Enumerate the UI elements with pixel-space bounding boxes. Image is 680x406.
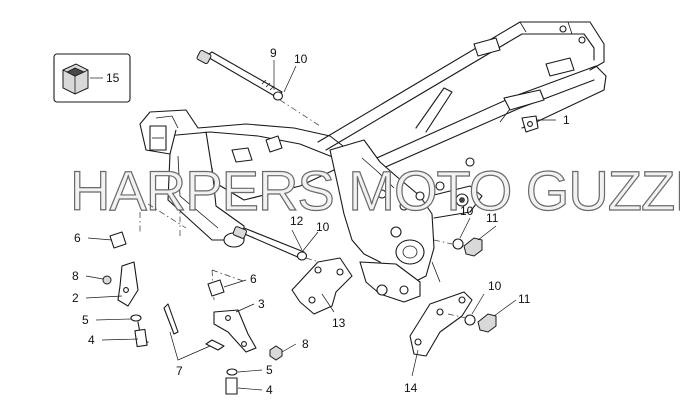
- callout-10-top: 10: [294, 52, 308, 66]
- callout-13: 13: [332, 316, 346, 330]
- part-11-nut-low: [477, 313, 497, 333]
- part-10-washer-mid: [296, 251, 308, 261]
- part-8-nut-center: [269, 345, 283, 361]
- callout-12: 12: [290, 214, 304, 228]
- main-frame: [139, 21, 607, 303]
- callout-5-left: 5: [82, 313, 89, 327]
- callout-10-low: 10: [488, 279, 502, 293]
- callout-10-right: 10: [460, 204, 474, 218]
- watermark-text: HARPERS MOTO GUZZI©: [70, 159, 680, 222]
- callout-7: 7: [176, 364, 183, 378]
- callout-1: 1: [563, 113, 570, 127]
- callout-8-left: 8: [72, 269, 79, 283]
- callout-15: 15: [106, 71, 120, 85]
- part-13-bracket: [291, 257, 353, 315]
- callout-3: 3: [258, 297, 265, 311]
- part-15-inset: [53, 53, 131, 103]
- part-6-spacer-left: [109, 231, 127, 249]
- callout-6-center: 6: [250, 272, 257, 286]
- part-2-bracket: [117, 261, 139, 307]
- part-4-bolt-center: [225, 377, 238, 395]
- callout-numbers: 1 9 10 15 12 10 10 11 10 11 13 14 6 8 2 …: [72, 46, 570, 397]
- callout-2: 2: [72, 291, 79, 305]
- part-5-washer-center: [226, 368, 238, 376]
- leader-lines: [85, 60, 556, 391]
- part-9-long-bolt: [196, 49, 283, 99]
- part-10-washer-right: [452, 238, 464, 250]
- part-10-washer-top: [272, 91, 284, 101]
- callout-14: 14: [404, 381, 418, 395]
- part-7-pin-a: [163, 303, 179, 335]
- part-10-washer-low: [464, 314, 476, 326]
- part-6-spacer-center: [207, 279, 225, 297]
- callout-11-low: 11: [518, 292, 531, 306]
- callout-8-center: 8: [302, 337, 309, 351]
- callout-10-mid: 10: [316, 220, 330, 234]
- part-8-nut-left: [102, 275, 112, 285]
- callout-4-left: 4: [88, 333, 95, 347]
- part-7-pin-b: [205, 339, 225, 351]
- callout-4-center: 4: [266, 383, 273, 397]
- part-5-washer-left: [130, 314, 142, 322]
- part-14-bracket: [409, 291, 473, 357]
- callout-9: 9: [270, 46, 277, 60]
- callout-11-right: 11: [486, 211, 499, 225]
- callout-6-left: 6: [74, 231, 81, 245]
- part-11-nut-right: [463, 237, 483, 257]
- callout-5-center: 5: [266, 363, 273, 377]
